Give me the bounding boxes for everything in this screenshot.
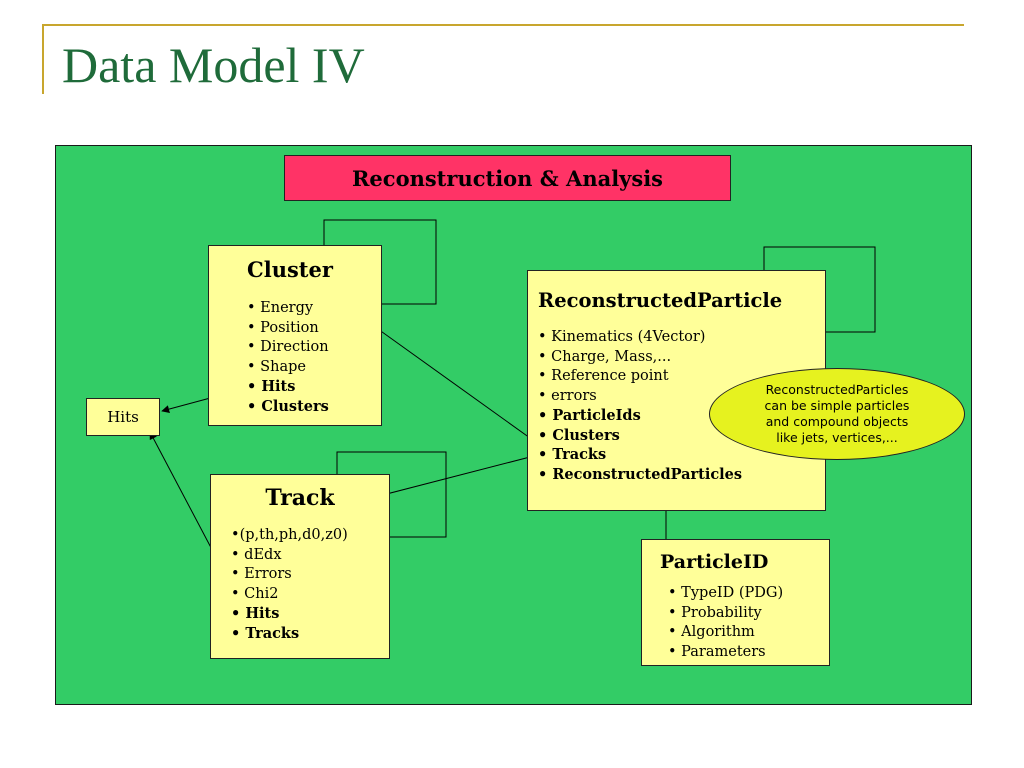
hits-box: Hits xyxy=(86,398,160,436)
list-item: • Position xyxy=(247,319,319,336)
list-item: • errors xyxy=(538,387,597,404)
reconstructed-particle-box: ReconstructedParticle • Kinematics (4Vec… xyxy=(527,270,826,511)
list-item: • Tracks xyxy=(231,624,300,642)
list-item: • Chi2 xyxy=(231,585,279,602)
note-line: like jets, vertices,... xyxy=(776,430,898,445)
track-title: Track xyxy=(265,485,335,511)
slide-title: Data Model IV xyxy=(62,37,365,93)
track-attribute-list: •(p,th,ph,d0,z0) • dEdx • Errors • Chi2 … xyxy=(231,526,389,643)
reconstructed-particle-attribute-list: • Kinematics (4Vector) • Charge, Mass,..… xyxy=(538,328,825,484)
list-item: • Direction xyxy=(247,339,329,355)
list-item: • Clusters xyxy=(538,426,620,444)
reco-clusters-arrow xyxy=(363,318,531,439)
cluster-box: Cluster • Energy • Position • Direction … xyxy=(208,245,382,426)
list-item: • Clusters xyxy=(247,397,329,415)
list-item: • Tracks xyxy=(538,446,607,463)
track-self-loop-arrow xyxy=(333,451,447,538)
note-line: ReconstructedParticles xyxy=(765,382,909,397)
hits-label: Hits xyxy=(107,408,139,426)
title-accent-vertical-rule xyxy=(42,24,44,94)
list-item: • Shape xyxy=(247,358,306,375)
reconstruction-analysis-banner: Reconstruction & Analysis xyxy=(284,155,731,201)
title-accent-horizontal-rule xyxy=(42,24,964,26)
cluster-title: Cluster xyxy=(247,257,333,282)
diagram-canvas: Reconstruction & Analysis Hits Cluster •… xyxy=(55,145,972,705)
list-item: • Probability xyxy=(668,604,762,621)
list-item: • Errors xyxy=(231,566,292,582)
reconstructed-particle-title: ReconstructedParticle xyxy=(538,289,783,312)
particle-id-attribute-list: • TypeID (PDG) • Probability • Algorithm… xyxy=(668,584,829,662)
list-item: • Hits xyxy=(231,605,280,622)
list-item: • ReconstructedParticles xyxy=(538,465,743,483)
list-item: • dEdx xyxy=(231,546,282,563)
reconstructed-particles-note-bubble: ReconstructedParticles can be simple par… xyxy=(709,368,965,460)
list-item: • Energy xyxy=(247,300,314,316)
note-line: and compound objects xyxy=(765,414,909,429)
particle-id-box: ParticleID • TypeID (PDG) • Probability … xyxy=(641,539,830,666)
particle-id-title: ParticleID xyxy=(660,551,769,573)
reco-self-loop-arrow xyxy=(760,246,876,333)
list-item: •(p,th,ph,d0,z0) xyxy=(231,527,348,543)
list-item: • ParticleIds xyxy=(538,407,641,424)
list-item: • Reference point xyxy=(538,368,669,384)
note-line: can be simple particles xyxy=(764,398,910,413)
list-item: • Parameters xyxy=(668,643,766,660)
reco-tracks-arrow xyxy=(374,456,531,500)
list-item: • Hits xyxy=(247,378,296,395)
track-box: Track •(p,th,ph,d0,z0) • dEdx • Errors •… xyxy=(210,474,390,659)
list-item: • Algorithm xyxy=(668,624,755,640)
list-item: • Kinematics (4Vector) xyxy=(538,329,706,345)
cluster-attribute-list: • Energy • Position • Direction • Shape … xyxy=(247,299,381,416)
list-item: • Charge, Mass,... xyxy=(538,348,672,365)
list-item: • TypeID (PDG) xyxy=(668,585,784,601)
cluster-self-loop-arrow xyxy=(320,219,437,305)
